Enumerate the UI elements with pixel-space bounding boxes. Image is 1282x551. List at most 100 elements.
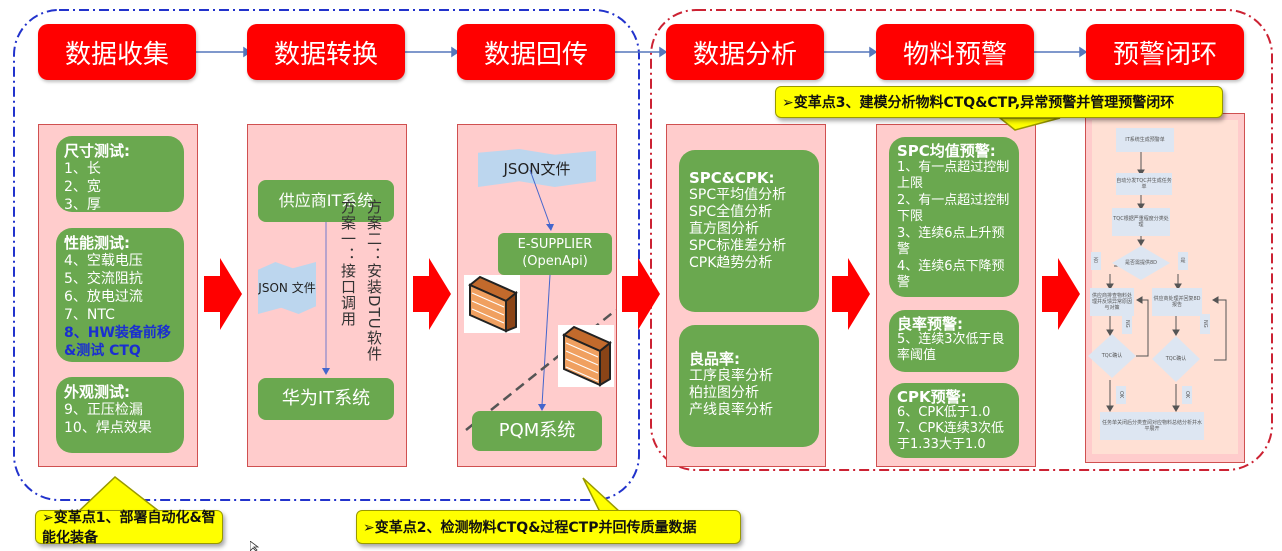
stage-return[interactable]: 数据回传 xyxy=(457,24,615,80)
group-item: 5、交流阻抗 xyxy=(64,271,143,287)
stage-analysis[interactable]: 数据分析 xyxy=(666,24,824,80)
group-title: CPK预警: xyxy=(897,388,967,406)
group-item: 1、长 xyxy=(64,161,101,177)
flow-label: 是 xyxy=(1180,258,1186,264)
flag-label: JSON文件 xyxy=(503,159,571,178)
mouse-cursor-icon xyxy=(250,541,260,551)
group-item: SPC标准差分析 xyxy=(689,238,787,254)
flow-step: 任务单关闭后分类查阅对应物料总结分析并水平展开 xyxy=(1100,412,1204,440)
group-yield: 良品率: 工序良率分析 柏拉图分析 产线良率分析 xyxy=(679,325,819,447)
gateway-api: (OpenApi) xyxy=(522,254,588,269)
stage-label: 数据回传 xyxy=(483,39,588,70)
box-label: 供应商IT系统 xyxy=(278,191,374,210)
flow-label: 否 xyxy=(1093,258,1099,264)
group-item: 6、放电过流 xyxy=(64,289,143,305)
group-yield-warning: 良率预警: 5、连续3次低于良率阈值 xyxy=(889,310,1019,372)
flow-step-label: 自动分发TQC并生成任务单 xyxy=(1116,178,1172,190)
group-item: 1、有一点超过控制上限 xyxy=(897,159,1010,192)
gateway-name: E-SUPPLIER xyxy=(517,237,593,252)
group-size-test: 尺寸测试: 1、长 2、宽 3、厚 xyxy=(56,136,184,213)
flow-label: NG xyxy=(1202,320,1208,328)
flow-step-label: 是否需提供8D xyxy=(1124,260,1158,266)
group-title: 外观测试: xyxy=(64,383,130,401)
group-item: 工序良率分析 xyxy=(689,368,773,384)
flow-label-no: 否 xyxy=(1091,252,1101,270)
group-spc-cpk: SPC&CPK: SPC平均值分析 SPC全值分析 直方图分析 SPC标准差分析… xyxy=(679,150,819,312)
flow-step-label: 供应商排查物料处理并反馈异常原因与对策 xyxy=(1091,293,1132,311)
group-spc-mean-warning: SPC均值预警: 1、有一点超过控制上限 2、有一点超过控制下限 3、连续6点上… xyxy=(889,137,1019,297)
callout-text: ➢变革点2、检测物料CTQ&过程CTP并回传质量数据 xyxy=(363,520,697,536)
stage-label: 物料预警 xyxy=(902,39,1007,70)
group-item: 4、空载电压 xyxy=(64,253,143,269)
callout-change-point-3: ➢变革点3、建模分析物料CTQ&CTP,异常预警并管理预警闭环 xyxy=(775,86,1223,118)
group-item: 5、连续3次低于良率阈值 xyxy=(897,332,1005,363)
flow-label-ok: OK xyxy=(1182,386,1192,404)
group-item: 7、NTC xyxy=(64,307,115,323)
group-item: 直方图分析 xyxy=(689,221,759,237)
flow-label: NG xyxy=(1124,320,1130,328)
stage-label: 数据收集 xyxy=(64,39,169,70)
e-supplier-gateway: E-SUPPLIER (OpenApi) xyxy=(498,233,612,275)
group-title: 尺寸测试: xyxy=(64,142,130,160)
callout-change-point-2: ➢变革点2、检测物料CTQ&过程CTP并回传质量数据 xyxy=(356,510,741,544)
group-item: 2、宽 xyxy=(64,179,101,195)
flow-label: OK xyxy=(1118,391,1124,399)
json-file-flag: JSON文件 xyxy=(478,149,596,187)
group-item: 2、有一点超过控制下限 xyxy=(897,192,1010,225)
arrow-right-icon xyxy=(832,258,870,330)
flow-step-label: 任务单关闭后分类查阅对应物料总结分析并水平展开 xyxy=(1101,420,1202,432)
stage-label: 数据分析 xyxy=(692,39,797,70)
red-boundary xyxy=(650,9,1273,471)
blue-boundary xyxy=(13,9,640,501)
flow-label-ok: OK xyxy=(1116,386,1126,404)
group-item: SPC全值分析 xyxy=(689,204,773,220)
pqm-system: PQM系统 xyxy=(472,411,602,451)
panel-closeloop: IT系统生成预警单 自动分发TQC并生成任务单 TQC根据严重程度分类处理 是否… xyxy=(1085,113,1245,463)
panel-convert: 供应商IT系统 JSON 文件 方案一：接口调用 方案二：安装DTU软件 华为I… xyxy=(247,124,407,467)
box-label: PQM系统 xyxy=(498,420,576,441)
flag-label: JSON 文件 xyxy=(258,281,316,295)
flow-label-ng: NG xyxy=(1122,314,1132,334)
firewall-icon xyxy=(558,325,614,387)
group-item: 10、焊点效果 xyxy=(64,420,152,436)
group-cpk-warning: CPK预警: 6、CPK低于1.0 7、CPK连续3次低于1.33大于1.0 xyxy=(889,383,1019,458)
stage-warning[interactable]: 物料预警 xyxy=(876,24,1034,80)
group-item: 6、CPK低于1.0 xyxy=(897,405,991,420)
group-item: 柏拉图分析 xyxy=(689,385,759,401)
flow-step-label: TQC根据严重程度分类处理 xyxy=(1113,216,1169,228)
callout-text: ➢变革点1、部署自动化&智能化装备 xyxy=(42,510,216,546)
arrow-right-icon xyxy=(622,258,660,330)
supplier-it-system: 供应商IT系统 xyxy=(258,180,394,222)
arrow-right-icon xyxy=(1042,258,1080,330)
flow-step-label: TQC确认 xyxy=(1101,353,1123,359)
flow-step: 供应商排查物料处理并反馈异常原因与对策 xyxy=(1090,288,1134,316)
json-file-flag: JSON 文件 xyxy=(258,262,316,314)
arrow-right-icon xyxy=(204,258,242,330)
firewall-icon xyxy=(464,275,520,333)
flow-label: OK xyxy=(1184,391,1190,399)
stage-collect[interactable]: 数据收集 xyxy=(38,24,196,80)
panel-collect: 尺寸测试: 1、长 2、宽 3、厚 性能测试: 4、空载电压 5、交流阻抗 6、… xyxy=(38,124,198,467)
callout-text: ➢变革点3、建模分析物料CTQ&CTP,异常预警并管理预警闭环 xyxy=(782,95,1175,111)
flow-step: 自动分发TQC并生成任务单 xyxy=(1116,173,1172,195)
arrow-right-icon xyxy=(413,258,451,330)
flow-step-label: 供应商处理并回复8D报告 xyxy=(1153,296,1201,308)
option1-text: 方案一：接口调用 xyxy=(339,199,357,327)
group-item: 4、连续6点下降预警 xyxy=(897,258,1005,291)
flow-label-yes: 是 xyxy=(1178,252,1188,270)
group-item: SPC平均值分析 xyxy=(689,187,787,203)
stage-closeloop[interactable]: 预警闭环 xyxy=(1086,24,1244,80)
flowchart-lines xyxy=(1106,152,1227,412)
group-item: 3、厚 xyxy=(64,197,101,213)
group-title: SPC&CPK: xyxy=(689,169,775,187)
group-title: 良品率: xyxy=(689,350,740,368)
box-label: 华为IT系统 xyxy=(281,388,371,409)
group-item: CPK趋势分析 xyxy=(689,255,773,271)
group-item-highlight: 8、HW装备前移&测试 CTQ xyxy=(64,325,171,359)
stage-convert[interactable]: 数据转换 xyxy=(247,24,405,80)
convert-arrow xyxy=(322,222,330,375)
flow-label-ng: NG xyxy=(1200,314,1210,334)
group-item: 7、CPK连续3次低于1.33大于1.0 xyxy=(897,421,1004,452)
group-performance-test: 性能测试: 4、空载电压 5、交流阻抗 6、放电过流 7、NTC 8、HW装备前… xyxy=(56,228,184,362)
flow-step: 供应商处理并回复8D报告 xyxy=(1152,288,1202,316)
